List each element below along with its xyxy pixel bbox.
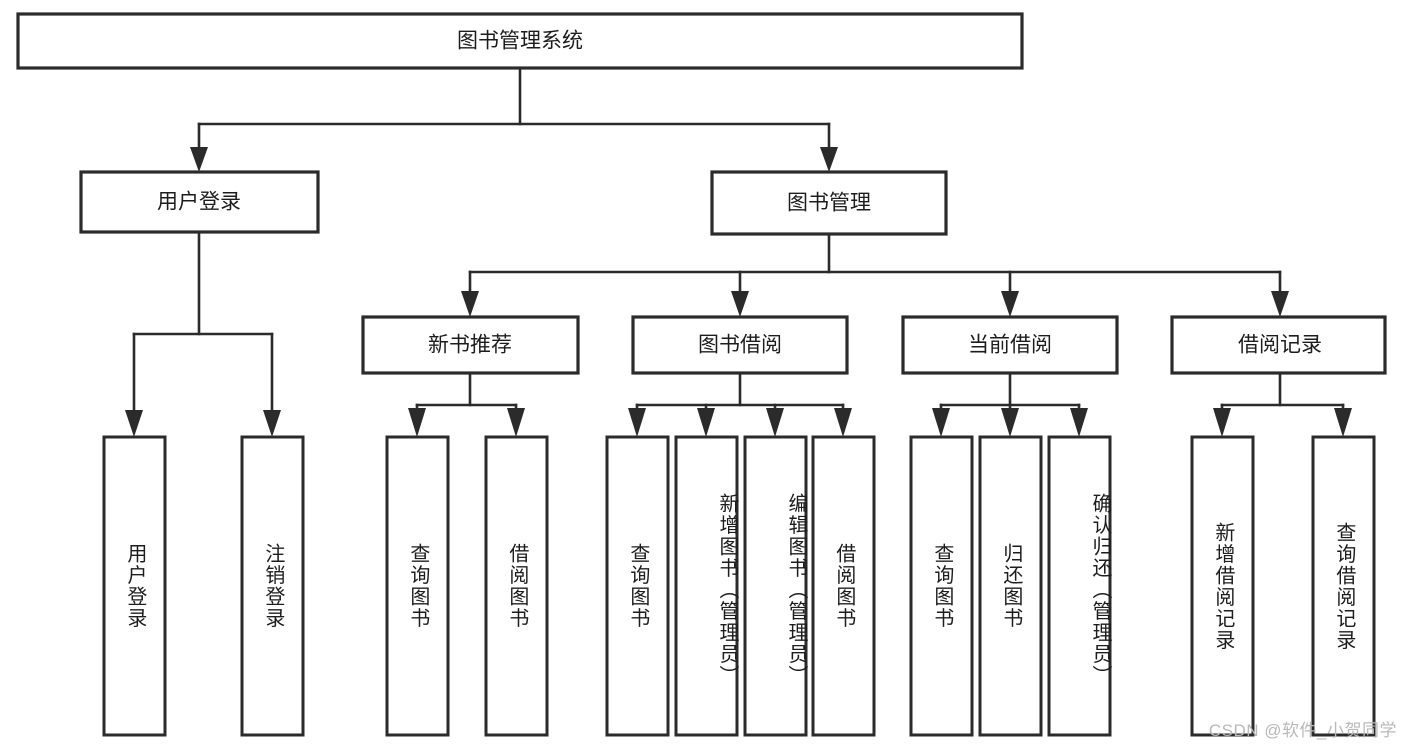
arrow-user-leaf-2: [263, 410, 281, 437]
node-leaf-query-record-box[interactable]: [1311, 435, 1376, 737]
csdn-watermark: CSDN @软件_小贺同学: [1208, 721, 1397, 740]
node-leaf-add-record-box[interactable]: [1190, 435, 1255, 737]
arrow-bookborrow-leaf-4: [834, 408, 852, 437]
node-leaf-confirm-return-box[interactable]: [1047, 435, 1112, 737]
arrow-bookborrow-leaf-3: [766, 408, 784, 437]
node-leaf-add-book-box[interactable]: [674, 435, 739, 737]
node-leaf-return-book-box[interactable]: [978, 435, 1043, 737]
arrow-bookborrow-leaf-2: [697, 408, 715, 437]
node-book-manage-box[interactable]: [710, 170, 948, 236]
arrow-to-book-borrow: [731, 291, 749, 317]
arrow-currentborrow-leaf-1: [932, 408, 950, 437]
arrow-to-user-login: [190, 147, 208, 172]
arrow-bookborrow-leaf-1: [628, 408, 646, 437]
node-new-book-label: 新书推荐: [428, 334, 512, 357]
node-leaf-edit-book-box[interactable]: [743, 435, 808, 737]
node-layer: 图书管理系统 用户登录 图书管理 新书推荐 图书借阅 当前借阅 借阅记录: [16, 12, 1387, 737]
node-current-borrow-box[interactable]: [901, 315, 1119, 375]
arrow-currentborrow-leaf-2: [1001, 408, 1019, 437]
node-user-login-box[interactable]: [79, 170, 320, 234]
node-borrow-record-label: 借阅记录: [1238, 334, 1322, 357]
arrow-to-current-borrow: [1001, 291, 1019, 317]
arrow-to-borrow-record: [1271, 291, 1289, 317]
arrow-borrowrecord-leaf-1: [1213, 408, 1231, 437]
connector-layer: [125, 66, 1352, 437]
node-leaf-query-book-2-box[interactable]: [605, 435, 670, 737]
node-book-borrow-box[interactable]: [631, 315, 849, 375]
arrow-to-book-manage: [820, 147, 838, 172]
arrow-user-leaf-1: [125, 410, 143, 437]
node-leaf-borrow-book-1-box[interactable]: [484, 435, 549, 737]
node-leaf-user-login-box[interactable]: [102, 435, 167, 737]
node-leaf-query-book-3-box[interactable]: [909, 435, 974, 737]
arrow-newbook-leaf-2: [507, 408, 525, 437]
node-book-borrow-label: 图书借阅: [698, 334, 782, 357]
node-book-manage-label: 图书管理: [787, 192, 871, 215]
arrow-borrowrecord-leaf-2: [1334, 408, 1352, 437]
node-root-label: 图书管理系统: [457, 30, 583, 53]
node-root-box[interactable]: [16, 12, 1024, 70]
node-leaf-borrow-book-2-box[interactable]: [811, 435, 876, 737]
node-leaf-query-book-1-box[interactable]: [385, 435, 450, 737]
node-new-book-box[interactable]: [361, 315, 580, 375]
arrow-currentborrow-leaf-3: [1070, 408, 1088, 437]
arrow-to-new-book: [461, 291, 479, 317]
node-user-login-label: 用户登录: [157, 191, 241, 214]
node-current-borrow-label: 当前借阅: [968, 334, 1052, 357]
node-leaf-logout-box[interactable]: [240, 435, 305, 737]
node-borrow-record-box[interactable]: [1170, 315, 1387, 375]
arrow-newbook-leaf-1: [408, 408, 426, 437]
